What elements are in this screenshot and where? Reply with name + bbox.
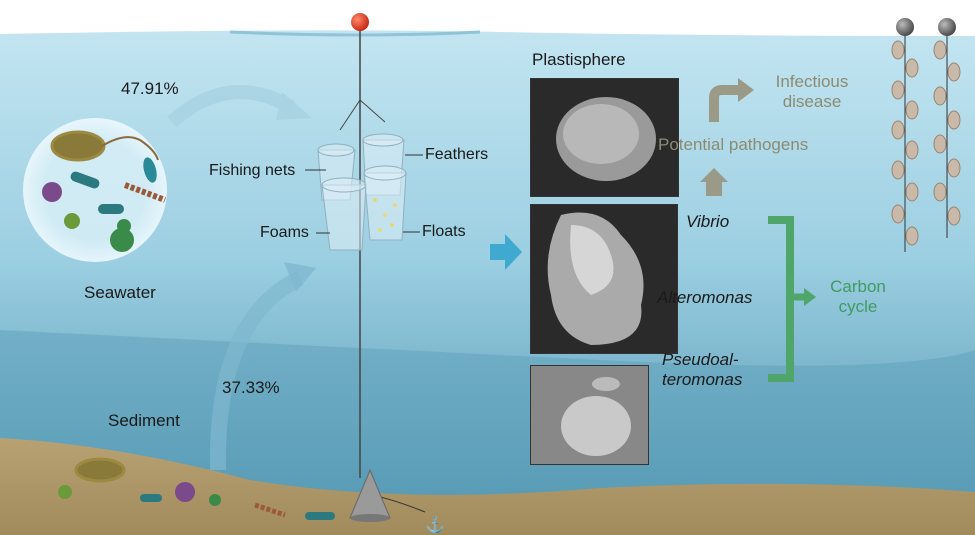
virus-green-icon bbox=[64, 213, 80, 229]
sem-image-1 bbox=[530, 78, 679, 197]
up-arrow-icon bbox=[700, 168, 728, 196]
plastisphere-title: Plastisphere bbox=[532, 50, 626, 69]
carbon-line1: Carbon bbox=[830, 277, 886, 296]
pseudo-line1: Pseudoal- bbox=[662, 350, 739, 369]
sediment-flow-arrow bbox=[209, 270, 304, 471]
budding-cell-icon bbox=[110, 228, 134, 252]
seawater-arrow-head bbox=[276, 92, 312, 120]
substrate-fishing-nets: Fishing nets bbox=[209, 162, 296, 179]
sem-image-3 bbox=[530, 365, 649, 465]
bacterium-flagellated-icon bbox=[50, 130, 106, 162]
surface-buoy bbox=[351, 13, 369, 31]
water-surface-ripple bbox=[229, 30, 481, 37]
taxon-alteromonas: Alteromonas bbox=[657, 288, 753, 307]
bacillus-chain-icon bbox=[70, 171, 100, 189]
potential-pathogens-label: Potential pathogens bbox=[658, 135, 809, 154]
carbon-cycle-bracket bbox=[768, 216, 794, 382]
sediment-virus-icon bbox=[175, 482, 195, 502]
disease-line1: Infectious bbox=[775, 72, 849, 91]
streptococcus-chain-icon bbox=[123, 182, 167, 203]
substrate-floats: Floats bbox=[422, 223, 466, 240]
substrate-feathers: Feathers bbox=[425, 146, 489, 163]
process-arrow bbox=[490, 234, 522, 270]
oyster-culture-ropes bbox=[891, 18, 961, 252]
sediment-label: Sediment bbox=[108, 411, 180, 430]
seawater-body bbox=[0, 30, 975, 535]
substrate-foams: Foams bbox=[260, 224, 309, 241]
disease-line2: disease bbox=[782, 92, 842, 111]
incubation-cages bbox=[317, 99, 407, 251]
anchor-icon: ⚓ bbox=[425, 515, 445, 534]
taxon-pseudoalteromonas: Pseudoal- teromonas bbox=[662, 350, 742, 390]
sediment-bacterium-icon bbox=[74, 457, 126, 483]
taxon-vibrio: Vibrio bbox=[686, 212, 730, 231]
virus-icon bbox=[42, 182, 62, 202]
infectious-disease-label: Infectious disease bbox=[762, 72, 862, 112]
seawater-flow-arrow bbox=[167, 84, 296, 128]
seawater-percent: 47.91% bbox=[121, 79, 179, 98]
carbon-line2: cycle bbox=[838, 297, 878, 316]
bacillus-chain-icon-2 bbox=[98, 204, 124, 214]
pseudo-line2: teromonas bbox=[662, 370, 743, 389]
carbon-arrow-head bbox=[804, 288, 816, 306]
sem-image-2 bbox=[530, 204, 678, 354]
carbon-cycle-label: Carbon cycle bbox=[818, 277, 898, 317]
sediment-percent: 37.33% bbox=[222, 378, 280, 397]
sediment-arrow-head bbox=[284, 262, 316, 292]
seawater-label: Seawater bbox=[84, 283, 156, 302]
pathogen-disease-arrow bbox=[709, 85, 740, 122]
rod-bacterium-icon bbox=[143, 157, 157, 183]
seafloor-sediment bbox=[0, 438, 975, 535]
